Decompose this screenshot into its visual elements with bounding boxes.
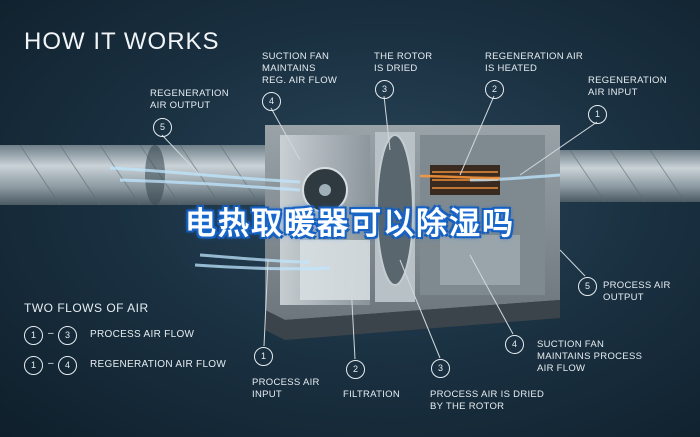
flow1-to-icon: 3 bbox=[58, 326, 77, 345]
callout-line: IS HEATED bbox=[485, 63, 538, 74]
callout-line: REG. AIR FLOW bbox=[262, 75, 338, 86]
callout-line: AIR OUTPUT bbox=[150, 100, 211, 111]
callout-reg-output: REGENERATION AIR OUTPUT bbox=[150, 88, 229, 112]
callout-num-filtration: 2 bbox=[346, 360, 365, 379]
callout-reg-input: REGENERATION AIR INPUT bbox=[588, 75, 667, 99]
callout-rotor-dries: PROCESS AIR IS DRIED BY THE ROTOR bbox=[430, 389, 544, 413]
callout-filtration: FILTRATION bbox=[343, 389, 400, 401]
callout-num-process-input: 1 bbox=[254, 347, 273, 366]
callout-num-rotor-dries: 3 bbox=[431, 359, 450, 378]
flow2-from-icon: 1 bbox=[24, 356, 43, 375]
flow1-dash: – bbox=[48, 328, 54, 339]
callout-process-input: PROCESS AIR INPUT bbox=[252, 377, 320, 401]
callout-reg-heated: REGENERATION AIR IS HEATED bbox=[485, 51, 583, 75]
flow-label-process: PROCESS AIR FLOW bbox=[90, 329, 195, 340]
callout-num-reg-input: 1 bbox=[588, 105, 607, 124]
callout-num-rotor-dried: 3 bbox=[375, 80, 394, 99]
callout-line: BY THE ROTOR bbox=[430, 401, 505, 412]
callout-line: OUTPUT bbox=[603, 292, 644, 303]
callout-process-output: PROCESS AIR OUTPUT bbox=[603, 280, 671, 304]
callout-line: INPUT bbox=[252, 389, 282, 400]
callout-num-reg-heated: 2 bbox=[485, 80, 504, 99]
callout-line: PROCESS AIR IS DRIED bbox=[430, 389, 545, 400]
callout-line: SUCTION FAN bbox=[537, 339, 605, 350]
flow1-from-icon: 1 bbox=[24, 326, 43, 345]
callout-line: THE ROTOR bbox=[374, 51, 433, 62]
callout-rotor-dried: THE ROTOR IS DRIED bbox=[374, 51, 432, 75]
flows-title: TWO FLOWS OF AIR bbox=[24, 301, 149, 315]
callout-num-suction-fan-process: 4 bbox=[505, 335, 524, 354]
callout-line: AIR FLOW bbox=[537, 363, 586, 374]
callout-line: REGENERATION bbox=[588, 75, 667, 86]
callout-line: SUCTION FAN bbox=[262, 51, 330, 62]
callout-line: PROCESS AIR bbox=[252, 377, 320, 388]
page-title: HOW IT WORKS bbox=[24, 28, 220, 55]
callout-num-process-output: 5 bbox=[578, 277, 597, 296]
right-duct bbox=[545, 150, 700, 202]
flow2-dash: – bbox=[48, 358, 54, 369]
callout-suction-fan-process: SUCTION FAN MAINTAINS PROCESS AIR FLOW bbox=[537, 339, 642, 375]
callout-line: REGENERATION bbox=[150, 88, 229, 99]
airflow-lines bbox=[109, 166, 561, 271]
callout-num-reg-output: 5 bbox=[153, 118, 172, 137]
callout-line: MAINTAINS PROCESS bbox=[537, 351, 643, 362]
overlay-banner: 电热取暖器可以除湿吗 bbox=[185, 206, 515, 242]
callout-line: MAINTAINS bbox=[262, 63, 316, 74]
left-duct bbox=[0, 145, 285, 205]
callout-num-suction-fan-reg: 4 bbox=[262, 92, 281, 111]
callout-line: REGENERATION AIR bbox=[485, 51, 584, 62]
callout-line: PROCESS AIR bbox=[603, 280, 671, 291]
flow2-to-icon: 4 bbox=[58, 356, 77, 375]
callout-suction-fan-reg: SUCTION FAN MAINTAINS REG. AIR FLOW bbox=[262, 51, 337, 87]
callout-line: IS DRIED bbox=[374, 63, 418, 74]
flow-label-regeneration: REGENERATION AIR FLOW bbox=[90, 359, 227, 370]
callout-line: FILTRATION bbox=[343, 389, 401, 400]
callout-line: AIR INPUT bbox=[588, 87, 638, 98]
